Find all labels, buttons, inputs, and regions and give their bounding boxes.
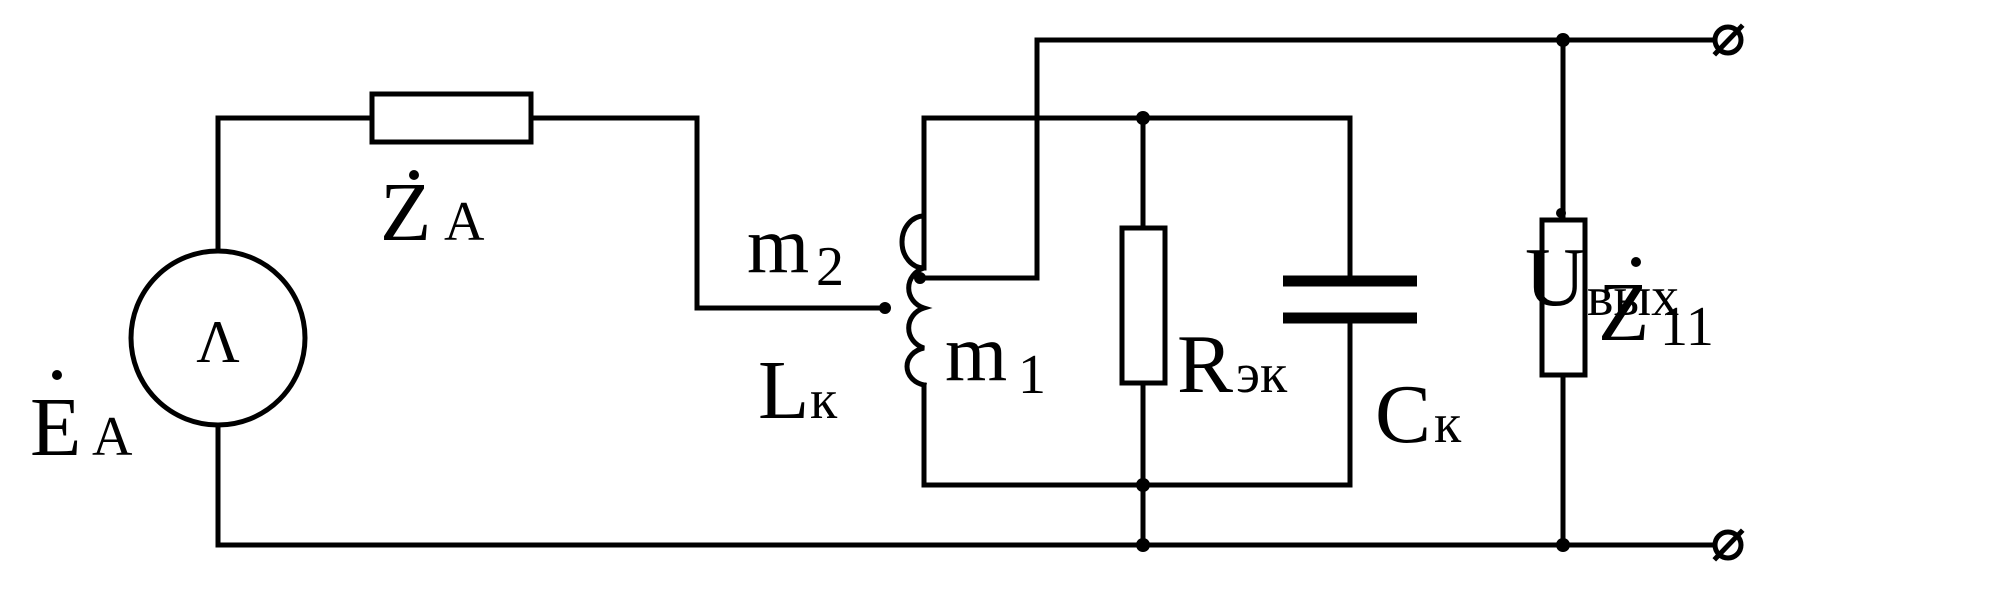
wire-source-bottom (215, 422, 1718, 548)
resistor-rek (1119, 225, 1168, 386)
wire-source-top (215, 115, 375, 253)
svg-text:m: m (945, 310, 1007, 398)
source-symbol: Λ (196, 309, 240, 375)
capacitor-ck (1283, 275, 1417, 324)
voltage-source (128, 248, 308, 428)
label-tap-upper: m 2 (747, 202, 844, 298)
label-resistor: R эк (1177, 318, 1288, 411)
svg-text:m: m (747, 202, 809, 290)
label-load: Z 11 (1598, 257, 1714, 359)
svg-text:A: A (444, 191, 485, 253)
label-source-impedance: Z A (380, 166, 485, 259)
label-source: E A (30, 370, 133, 474)
label-output: U вых (1525, 208, 1679, 328)
junction-dots (879, 33, 1570, 552)
label-tap-lower: m 1 (945, 310, 1046, 406)
label-capacitor: C к (1375, 368, 1462, 461)
svg-text:R: R (1177, 318, 1233, 411)
svg-text:L: L (758, 344, 809, 437)
svg-text:1: 1 (1018, 344, 1046, 406)
label-inductor: L к (758, 344, 838, 437)
impedance-z11 (1539, 217, 1588, 378)
svg-text:E: E (30, 381, 81, 474)
svg-text:U: U (1525, 231, 1586, 324)
svg-text:A: A (92, 406, 133, 468)
svg-text:к: к (810, 369, 838, 431)
svg-text:Z: Z (1598, 266, 1649, 359)
wire-tap-to-output (917, 37, 1718, 281)
wire-za-to-tap (528, 115, 888, 311)
svg-text:C: C (1375, 368, 1431, 461)
svg-text:эк: эк (1236, 343, 1288, 405)
inductor-coil (899, 115, 933, 388)
svg-text:вых: вых (1587, 266, 1679, 328)
svg-text:2: 2 (816, 236, 844, 298)
svg-text:к: к (1434, 393, 1462, 455)
impedance-za (369, 91, 534, 145)
output-terminal-bottom (1712, 528, 1745, 562)
output-terminal-top (1712, 23, 1745, 57)
svg-text:Z: Z (380, 166, 431, 259)
svg-text:11: 11 (1660, 296, 1714, 358)
